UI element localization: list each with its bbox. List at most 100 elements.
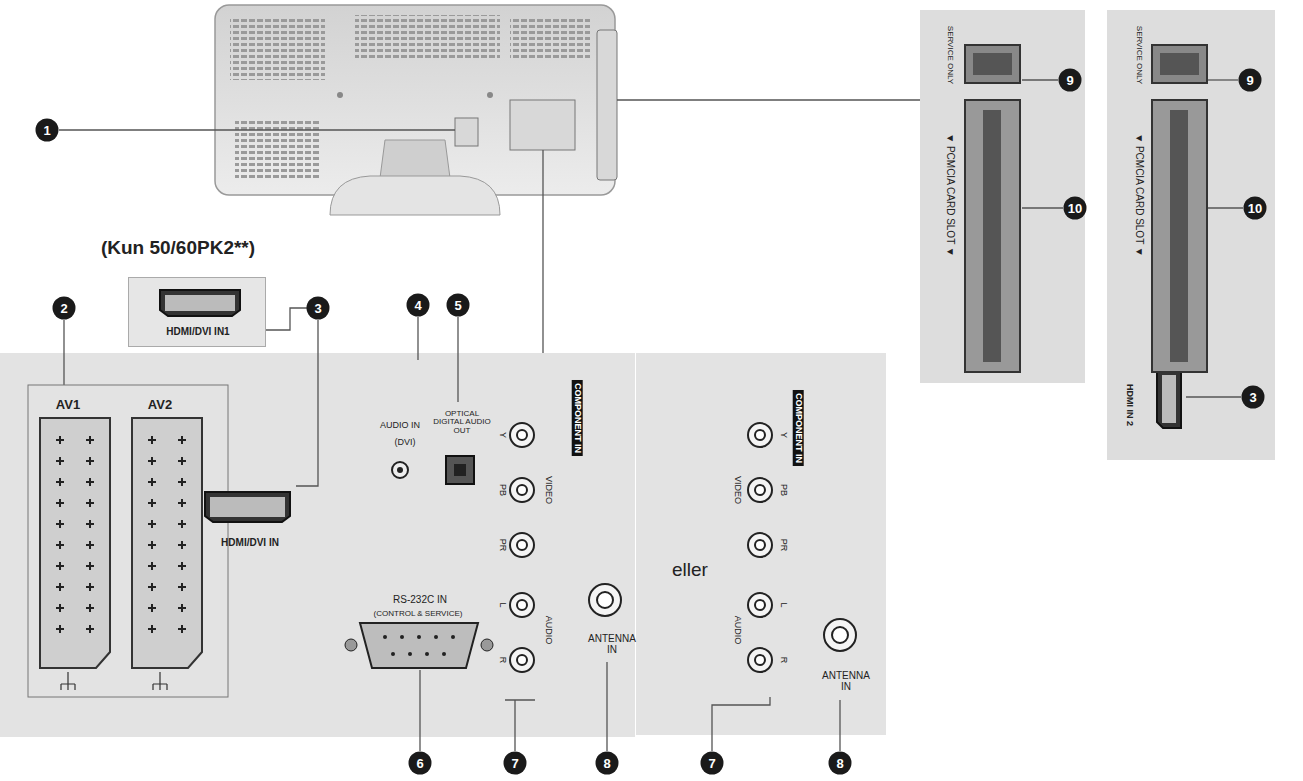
callout-number: 1 — [36, 119, 59, 142]
vent — [510, 18, 590, 58]
hdmi-port-inner — [165, 295, 235, 311]
leader-line — [712, 697, 770, 751]
alternative-word: eller — [672, 560, 708, 580]
stand-neck — [380, 140, 450, 178]
pin — [400, 635, 404, 639]
hdmi-port — [205, 492, 290, 522]
port-label: R — [497, 657, 506, 664]
rear-port-area — [510, 100, 575, 150]
port-label: ANTENNA IN — [820, 671, 872, 692]
pin — [425, 652, 429, 656]
pin — [56, 457, 64, 465]
pin — [86, 520, 94, 528]
callout-number: 8 — [596, 752, 619, 775]
pin — [56, 625, 64, 633]
antenna-socket — [589, 584, 621, 616]
pin — [86, 541, 94, 549]
leader-line — [59, 129, 455, 130]
port-label: SERVICE ONLY — [1135, 26, 1143, 84]
tv-back — [215, 5, 615, 195]
leader-line — [1186, 396, 1241, 397]
callout-number: 6 — [409, 752, 432, 775]
bracket — [28, 385, 228, 697]
pin — [148, 625, 156, 633]
pin — [148, 499, 156, 507]
pin — [178, 499, 186, 507]
port-label: PR — [778, 539, 787, 552]
port-label: HDMI/DVI IN1 — [166, 327, 229, 338]
rca-jack-hole — [755, 485, 765, 495]
pin — [148, 583, 156, 591]
callout-number: 10 — [1064, 197, 1087, 220]
pin — [56, 478, 64, 486]
port-label: PB — [497, 484, 506, 496]
port-label: PB — [778, 484, 787, 496]
pin — [56, 541, 64, 549]
rca-jack-hole — [517, 485, 527, 495]
model-note: (Kun 50/60PK2**) — [101, 238, 255, 258]
service-port-inner — [973, 53, 1012, 75]
pin — [56, 583, 64, 591]
port-label: AUDIO — [543, 616, 552, 645]
hdmi-port — [160, 290, 240, 316]
pin — [178, 457, 186, 465]
rca-jack-hole — [755, 600, 765, 610]
rca-jack-hole — [517, 655, 527, 665]
service-port-inner — [1160, 53, 1199, 75]
rca-jack — [748, 593, 772, 617]
pin — [417, 635, 421, 639]
callout-number: 4 — [407, 294, 430, 317]
antenna-socket-inner — [597, 592, 613, 608]
rs232-port — [360, 623, 478, 668]
pcmcia-slot-inner — [983, 110, 1001, 362]
port-label: VIDEO — [543, 476, 552, 504]
leader-line — [1022, 207, 1063, 208]
port-label: AUDIO — [732, 616, 741, 645]
pin — [442, 652, 446, 656]
rca-jack — [748, 423, 772, 447]
pin — [86, 583, 94, 591]
port-label: ▼ PCMCIA CARD SLOT ▼ — [945, 133, 956, 257]
leader-line — [419, 670, 420, 751]
pin — [178, 478, 186, 486]
port-label: (DVI) — [395, 438, 416, 447]
pin — [56, 562, 64, 570]
pin — [148, 562, 156, 570]
pin — [86, 499, 94, 507]
pin — [56, 499, 64, 507]
pin — [86, 562, 94, 570]
callout-number: 2 — [53, 297, 76, 320]
leader-line — [296, 320, 318, 486]
pin — [56, 520, 64, 528]
rca-jack — [510, 648, 534, 672]
pin — [178, 604, 186, 612]
port-label: L — [497, 602, 506, 607]
vent — [235, 120, 320, 180]
pcmcia-slot — [965, 100, 1020, 372]
leader-line — [617, 99, 920, 100]
service-port — [1152, 45, 1207, 83]
pin — [86, 478, 94, 486]
ground-symbol — [61, 672, 75, 690]
callout-number: 10 — [1244, 197, 1267, 220]
hdmi-port-inner — [210, 497, 285, 517]
rca-jack — [510, 478, 534, 502]
leader-line — [1208, 207, 1243, 208]
port-label: L — [778, 602, 787, 607]
callout-number: 3 — [1242, 386, 1265, 409]
pin — [148, 604, 156, 612]
port-label: AUDIO IN — [380, 421, 420, 430]
pin — [178, 625, 186, 633]
port-label: Y — [497, 432, 506, 438]
rca-jack-hole — [755, 655, 765, 665]
port-label: ▼ PCMCIA CARD SLOT ▼ — [1134, 133, 1145, 257]
pin — [148, 478, 156, 486]
leader-line — [1022, 79, 1058, 80]
antenna-socket-inner — [832, 627, 848, 643]
pin — [408, 652, 412, 656]
port-label: Y — [778, 432, 787, 438]
port-label: SERVICE ONLY — [946, 26, 954, 84]
ground-symbol — [153, 672, 167, 690]
screw — [345, 639, 357, 651]
